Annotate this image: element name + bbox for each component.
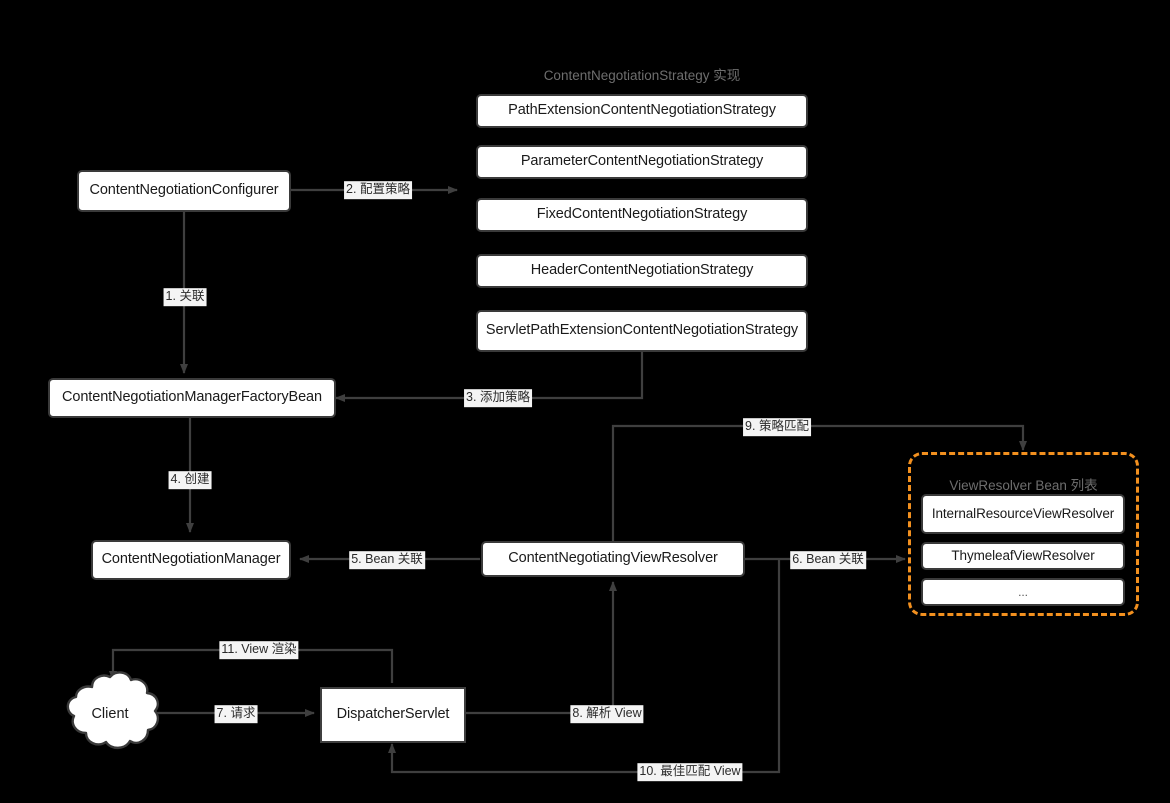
node-client-cloud[interactable] (62, 671, 166, 753)
node-thymeleaf-view-resolver[interactable]: ThymeleafViewResolver (921, 542, 1125, 570)
node-content-negotiation-manager-factory-bean[interactable]: ContentNegotiationManagerFactoryBean (48, 378, 336, 418)
edge-label-6: 6. Bean 关联 (790, 551, 866, 569)
viewresolver-group-title: ViewResolver Bean 列表 (949, 478, 1098, 493)
edge-label-7: 7. 请求 (214, 705, 258, 723)
node-path-extension-strategy[interactable]: PathExtensionContentNegotiationStrategy (476, 94, 808, 128)
edge-label-4: 4. 创建 (168, 471, 212, 489)
edge-label-3: 3. 添加策略 (464, 389, 532, 407)
node-parameter-strategy[interactable]: ParameterContentNegotiationStrategy (476, 145, 808, 179)
node-header-strategy[interactable]: HeaderContentNegotiationStrategy (476, 254, 808, 288)
edge-label-8: 8. 解析 View (570, 705, 644, 723)
edge-label-10: 10. 最佳匹配 View (637, 763, 743, 781)
node-servlet-path-extension-strategy[interactable]: ServletPathExtensionContentNegotiationSt… (476, 310, 808, 352)
node-content-negotiation-configurer[interactable]: ContentNegotiationConfigurer (77, 170, 291, 212)
edge-8-path (466, 581, 617, 715)
edge-label-1: 1. 关联 (163, 288, 207, 306)
node-internal-resource-view-resolver[interactable]: InternalResourceViewResolver (921, 494, 1125, 534)
edge-label-5: 5. Bean 关联 (349, 551, 425, 569)
node-content-negotiation-manager[interactable]: ContentNegotiationManager (91, 540, 291, 580)
node-content-negotiating-view-resolver[interactable]: ContentNegotiatingViewResolver (481, 541, 745, 577)
viewresolver-bean-group (908, 452, 1139, 616)
node-client-label: Client (91, 706, 129, 722)
node-dispatcher-servlet[interactable]: DispatcherServlet (320, 687, 466, 743)
node-fixed-strategy[interactable]: FixedContentNegotiationStrategy (476, 198, 808, 232)
node-more-view-resolvers[interactable]: ... (921, 578, 1125, 606)
strategy-group-title: ContentNegotiationStrategy 实现 (543, 68, 741, 83)
edge-label-2: 2. 配置策略 (344, 181, 412, 199)
edge-label-11: 11. View 渲染 (219, 641, 299, 659)
edge-label-9: 9. 策略匹配 (743, 418, 811, 436)
